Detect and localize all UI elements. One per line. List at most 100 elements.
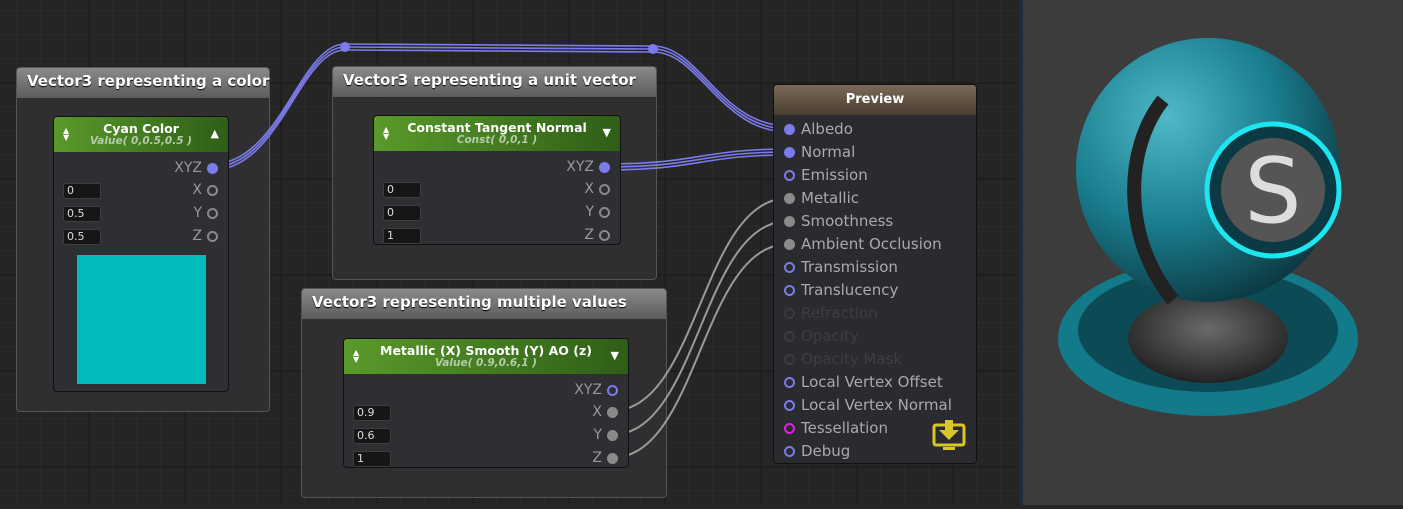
material-preview-sphere: S xyxy=(1058,38,1358,416)
input-port[interactable] xyxy=(784,353,795,365)
input-port[interactable] xyxy=(784,284,795,296)
node-title: Preview xyxy=(774,85,976,115)
input-port-row[interactable]: Transmission xyxy=(784,258,898,276)
input-port-row[interactable]: Ambient Occlusion xyxy=(784,235,942,253)
port-label: X xyxy=(584,181,594,197)
collapse-toggle-icon[interactable]: ▼ xyxy=(610,349,619,362)
input-label: Debug xyxy=(801,442,851,460)
output-port-z[interactable] xyxy=(599,229,610,241)
input-port-row[interactable]: Albedo xyxy=(784,120,853,138)
x-field[interactable]: 0 xyxy=(383,182,421,198)
output-port-y[interactable] xyxy=(207,207,218,219)
input-port[interactable] xyxy=(784,376,795,388)
input-port-row[interactable]: Normal xyxy=(784,143,855,161)
z-field[interactable]: 1 xyxy=(353,451,391,467)
download-monitor-icon[interactable] xyxy=(931,419,967,453)
input-port[interactable] xyxy=(784,123,795,135)
node-title: Cyan Color xyxy=(103,121,179,136)
port-label: XYZ xyxy=(174,160,202,176)
output-port-z[interactable] xyxy=(607,452,618,464)
node-cyan-color[interactable]: ▲▼ Cyan Color Value( 0,0.5,0.5 ) ▲ XYZ X… xyxy=(53,116,229,392)
node-metallic-smooth-ao[interactable]: ▲▼ Metallic (X) Smooth (Y) AO (z) Value(… xyxy=(343,338,629,468)
port-label: Z xyxy=(592,450,602,466)
input-label: Smoothness xyxy=(801,212,894,230)
input-label: Opacity Mask xyxy=(801,350,903,368)
input-port-row[interactable]: Tessellation xyxy=(784,419,888,437)
output-port-y[interactable] xyxy=(607,429,618,441)
node-constant-tangent-normal[interactable]: ▲▼ Constant Tangent Normal Const( 0,0,1 … xyxy=(373,115,621,245)
port-label: X xyxy=(192,182,202,198)
port-label: Y xyxy=(593,427,602,443)
output-port-x[interactable] xyxy=(207,184,218,196)
input-label: Tessellation xyxy=(801,419,888,437)
collapse-toggle-icon[interactable]: ▼ xyxy=(602,126,611,139)
reorder-icon[interactable]: ▲▼ xyxy=(383,125,390,141)
input-port-row[interactable]: Translucency xyxy=(784,281,898,299)
input-port[interactable] xyxy=(784,445,795,457)
input-label: Transmission xyxy=(801,258,898,276)
input-port[interactable] xyxy=(784,169,795,181)
wire-floats xyxy=(610,197,790,459)
wire-normal xyxy=(603,148,790,171)
node-subtitle: Value( 0.9,0.6,1 ) xyxy=(435,357,537,369)
input-port[interactable] xyxy=(784,399,795,411)
y-field[interactable]: 0.5 xyxy=(63,206,101,222)
output-port-y[interactable] xyxy=(599,206,610,218)
port-label: Y xyxy=(585,204,594,220)
color-swatch[interactable] xyxy=(77,255,206,384)
output-port-xyz[interactable] xyxy=(599,161,610,173)
reorder-icon[interactable]: ▲▼ xyxy=(63,126,70,142)
wires xyxy=(211,42,790,459)
input-port[interactable] xyxy=(784,192,795,204)
input-port[interactable] xyxy=(784,307,795,319)
output-port-xyz[interactable] xyxy=(207,162,218,174)
port-label: Z xyxy=(192,228,202,244)
node-title: Metallic (X) Smooth (Y) AO (z) xyxy=(380,343,592,358)
input-port-row[interactable]: Opacity Mask xyxy=(784,350,902,368)
x-field[interactable]: 0 xyxy=(63,183,101,199)
input-port[interactable] xyxy=(784,238,795,250)
z-field[interactable]: 0.5 xyxy=(63,229,101,245)
node-title: Constant Tangent Normal xyxy=(407,120,587,135)
input-port[interactable] xyxy=(784,261,795,273)
input-label: Translucency xyxy=(801,281,899,299)
logo-s: S xyxy=(1244,139,1301,244)
input-port-row[interactable]: Opacity xyxy=(784,327,859,345)
input-port-row[interactable]: Debug xyxy=(784,442,850,460)
input-port[interactable] xyxy=(784,330,795,342)
output-port-x[interactable] xyxy=(607,406,618,418)
input-port-row[interactable]: Local Vertex Normal xyxy=(784,396,952,414)
input-label: Normal xyxy=(801,143,856,161)
output-port-z[interactable] xyxy=(207,230,218,242)
wire-reroute-dot xyxy=(648,44,658,54)
port-label: Y xyxy=(193,205,202,221)
input-label: Ambient Occlusion xyxy=(801,235,942,253)
input-label: Opacity xyxy=(801,327,859,345)
y-field[interactable]: 0 xyxy=(383,205,421,221)
output-port-x[interactable] xyxy=(599,183,610,195)
node-subtitle: Const( 0,0,1 ) xyxy=(456,134,538,146)
input-port-row[interactable]: Metallic xyxy=(784,189,859,207)
collapse-toggle-icon[interactable]: ▲ xyxy=(210,127,219,140)
input-port-row[interactable]: Emission xyxy=(784,166,868,184)
x-field[interactable]: 0.9 xyxy=(353,405,391,421)
group-title: Vector3 representing multiple values xyxy=(302,289,666,319)
input-port-row[interactable]: Smoothness xyxy=(784,212,893,230)
port-label: XYZ xyxy=(566,159,594,175)
input-port[interactable] xyxy=(784,215,795,227)
reorder-icon[interactable]: ▲▼ xyxy=(353,348,360,364)
input-port[interactable] xyxy=(784,422,795,434)
material-preview[interactable]: S xyxy=(1023,0,1403,505)
input-label: Emission xyxy=(801,166,868,184)
y-field[interactable]: 0.6 xyxy=(353,428,391,444)
group-title: Vector3 representing a color xyxy=(17,68,269,98)
input-port[interactable] xyxy=(784,146,795,158)
panel-divider[interactable] xyxy=(1019,0,1023,505)
input-label: Local Vertex Normal xyxy=(801,396,952,414)
output-port-xyz[interactable] xyxy=(607,384,618,396)
input-port-row[interactable]: Refraction xyxy=(784,304,878,322)
input-label: Albedo xyxy=(801,120,853,138)
input-port-row[interactable]: Local Vertex Offset xyxy=(784,373,943,391)
z-field[interactable]: 1 xyxy=(383,228,421,244)
